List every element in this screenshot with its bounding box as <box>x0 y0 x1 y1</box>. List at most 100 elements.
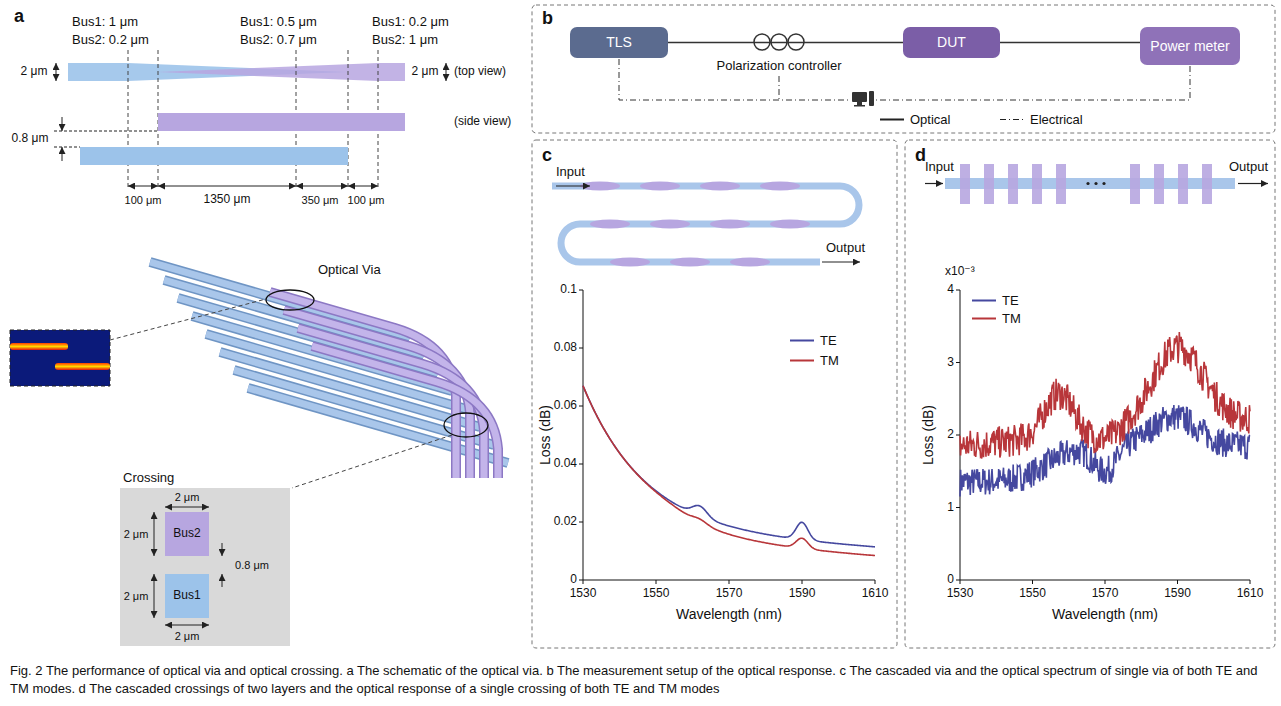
plot-curve <box>956 580 960 581</box>
legend-entry: TM <box>972 311 1021 326</box>
legend-text: TE <box>1002 293 1019 308</box>
cascaded-crossing-inset <box>1238 183 1268 184</box>
figure-label: Output <box>1229 160 1268 175</box>
figure-label: Input <box>556 165 585 180</box>
legend-entry: Optical <box>880 112 950 127</box>
cascaded-crossing-inset <box>1056 164 1066 204</box>
plot-curve <box>583 386 875 556</box>
plot-curve <box>656 580 657 584</box>
figure-label: Bus1: 0.5 μm <box>240 15 317 30</box>
figure-label: (top view) <box>454 65 506 79</box>
waveguide-bundle <box>270 292 456 478</box>
legend-swatch <box>880 114 904 124</box>
cascaded-via-inset <box>700 182 740 191</box>
cascaded-via-inset <box>710 220 750 229</box>
top-view-taper <box>68 63 405 81</box>
legend-entry: Electrical <box>1000 112 1083 127</box>
plot-curve <box>583 386 875 547</box>
callout-ellipse <box>266 290 314 310</box>
panel-borders <box>532 5 1275 133</box>
figure-label: 0.02 <box>554 515 577 529</box>
plot-curve <box>579 580 583 581</box>
cascaded-via-inset <box>770 220 810 229</box>
figure-label: Bus2: 0.2 μm <box>72 33 149 48</box>
figure-label: x10⁻³ <box>945 265 975 279</box>
panel-letter: b <box>542 8 553 29</box>
dimension-arrow <box>54 147 80 148</box>
cascaded-via-inset <box>610 258 650 267</box>
plot-curve <box>1177 580 1178 584</box>
cascaded-via-inset <box>730 258 770 267</box>
plot-curve <box>1105 580 1106 584</box>
figure-label: 0 <box>947 573 954 587</box>
computer-icon <box>854 105 865 107</box>
figure-label: 0.08 <box>554 341 577 355</box>
figure-label: 0.8 μm <box>12 132 49 146</box>
plot-curve <box>875 580 876 584</box>
dimension-arrow <box>62 147 63 161</box>
plot-axis <box>960 290 1250 580</box>
waveguide-section: Bus1 <box>165 574 209 618</box>
plot-curve <box>956 507 960 508</box>
panel-borders <box>905 140 1275 648</box>
plot-curve <box>729 580 730 584</box>
plot-curve <box>579 522 583 523</box>
legend-text: TM <box>820 353 839 368</box>
cascaded-crossing-inset <box>1086 182 1089 185</box>
legend-swatch-line <box>790 359 814 361</box>
cross-section <box>120 488 290 646</box>
plot-curve <box>960 332 1250 458</box>
plot-axis <box>583 290 1250 580</box>
figure-label: 0.8 μm <box>235 559 269 572</box>
legend-swatch-line <box>1000 118 1024 119</box>
mode-field-inset <box>10 343 68 350</box>
figure-label: Bus1: 0.2 μm <box>372 15 449 30</box>
legend-swatch <box>972 295 996 305</box>
cascaded-crossing-inset <box>960 164 970 204</box>
dimension-arrow <box>54 131 158 132</box>
plot-curve <box>583 580 584 584</box>
figure-label: 2 μm <box>124 590 149 603</box>
legend-swatch <box>790 335 814 345</box>
cascaded-crossing-inset <box>1130 164 1140 204</box>
cross-section <box>165 625 209 626</box>
callout-ellipse <box>266 290 488 437</box>
figure-label: Bus2: 0.7 μm <box>240 33 317 48</box>
plot-curve <box>802 580 803 584</box>
plot-curve <box>579 464 583 465</box>
figure-label: 1570 <box>716 587 743 601</box>
cascaded-crossing-inset <box>1102 182 1105 185</box>
cascaded-crossing-inset <box>984 164 994 204</box>
figure-label: 0.04 <box>554 457 577 471</box>
dimension-arrow <box>158 186 296 187</box>
panel-letter: a <box>14 6 24 27</box>
cascaded-via-inset <box>556 185 590 186</box>
cross-section <box>222 543 223 556</box>
cascaded-crossing-inset <box>925 183 943 184</box>
figure-label: 4 <box>947 283 954 297</box>
waveguide-bundle <box>270 292 456 478</box>
plot-curve <box>579 290 1250 584</box>
cross-section <box>154 507 222 625</box>
figure-label: 1550 <box>643 587 670 601</box>
plot-axis <box>583 290 875 580</box>
cascaded-crossing-inset <box>1202 164 1212 204</box>
figure-label: Loss (dB) <box>537 405 553 465</box>
top-view-taper <box>158 63 405 81</box>
figure-label: Polarization controller <box>716 59 841 74</box>
computer-icon <box>852 91 874 107</box>
optical-fiber <box>668 42 903 43</box>
figure-label: 2 μm <box>21 65 48 79</box>
figure-label: 1610 <box>862 587 889 601</box>
figure-caption: Fig. 2 The performance of optical via an… <box>10 662 1272 697</box>
cascaded-via-inset <box>760 182 800 191</box>
figure-label: 1550 <box>1019 587 1046 601</box>
cascaded-via-inset <box>650 220 690 229</box>
waveguide-bundle <box>312 346 498 478</box>
electrical-wire <box>876 66 1190 100</box>
legend-entry: TM <box>790 353 839 368</box>
plot-curve <box>956 362 960 363</box>
side-view <box>158 113 405 131</box>
cascaded-via-inset <box>552 186 859 262</box>
electrical-wire <box>619 59 1190 100</box>
